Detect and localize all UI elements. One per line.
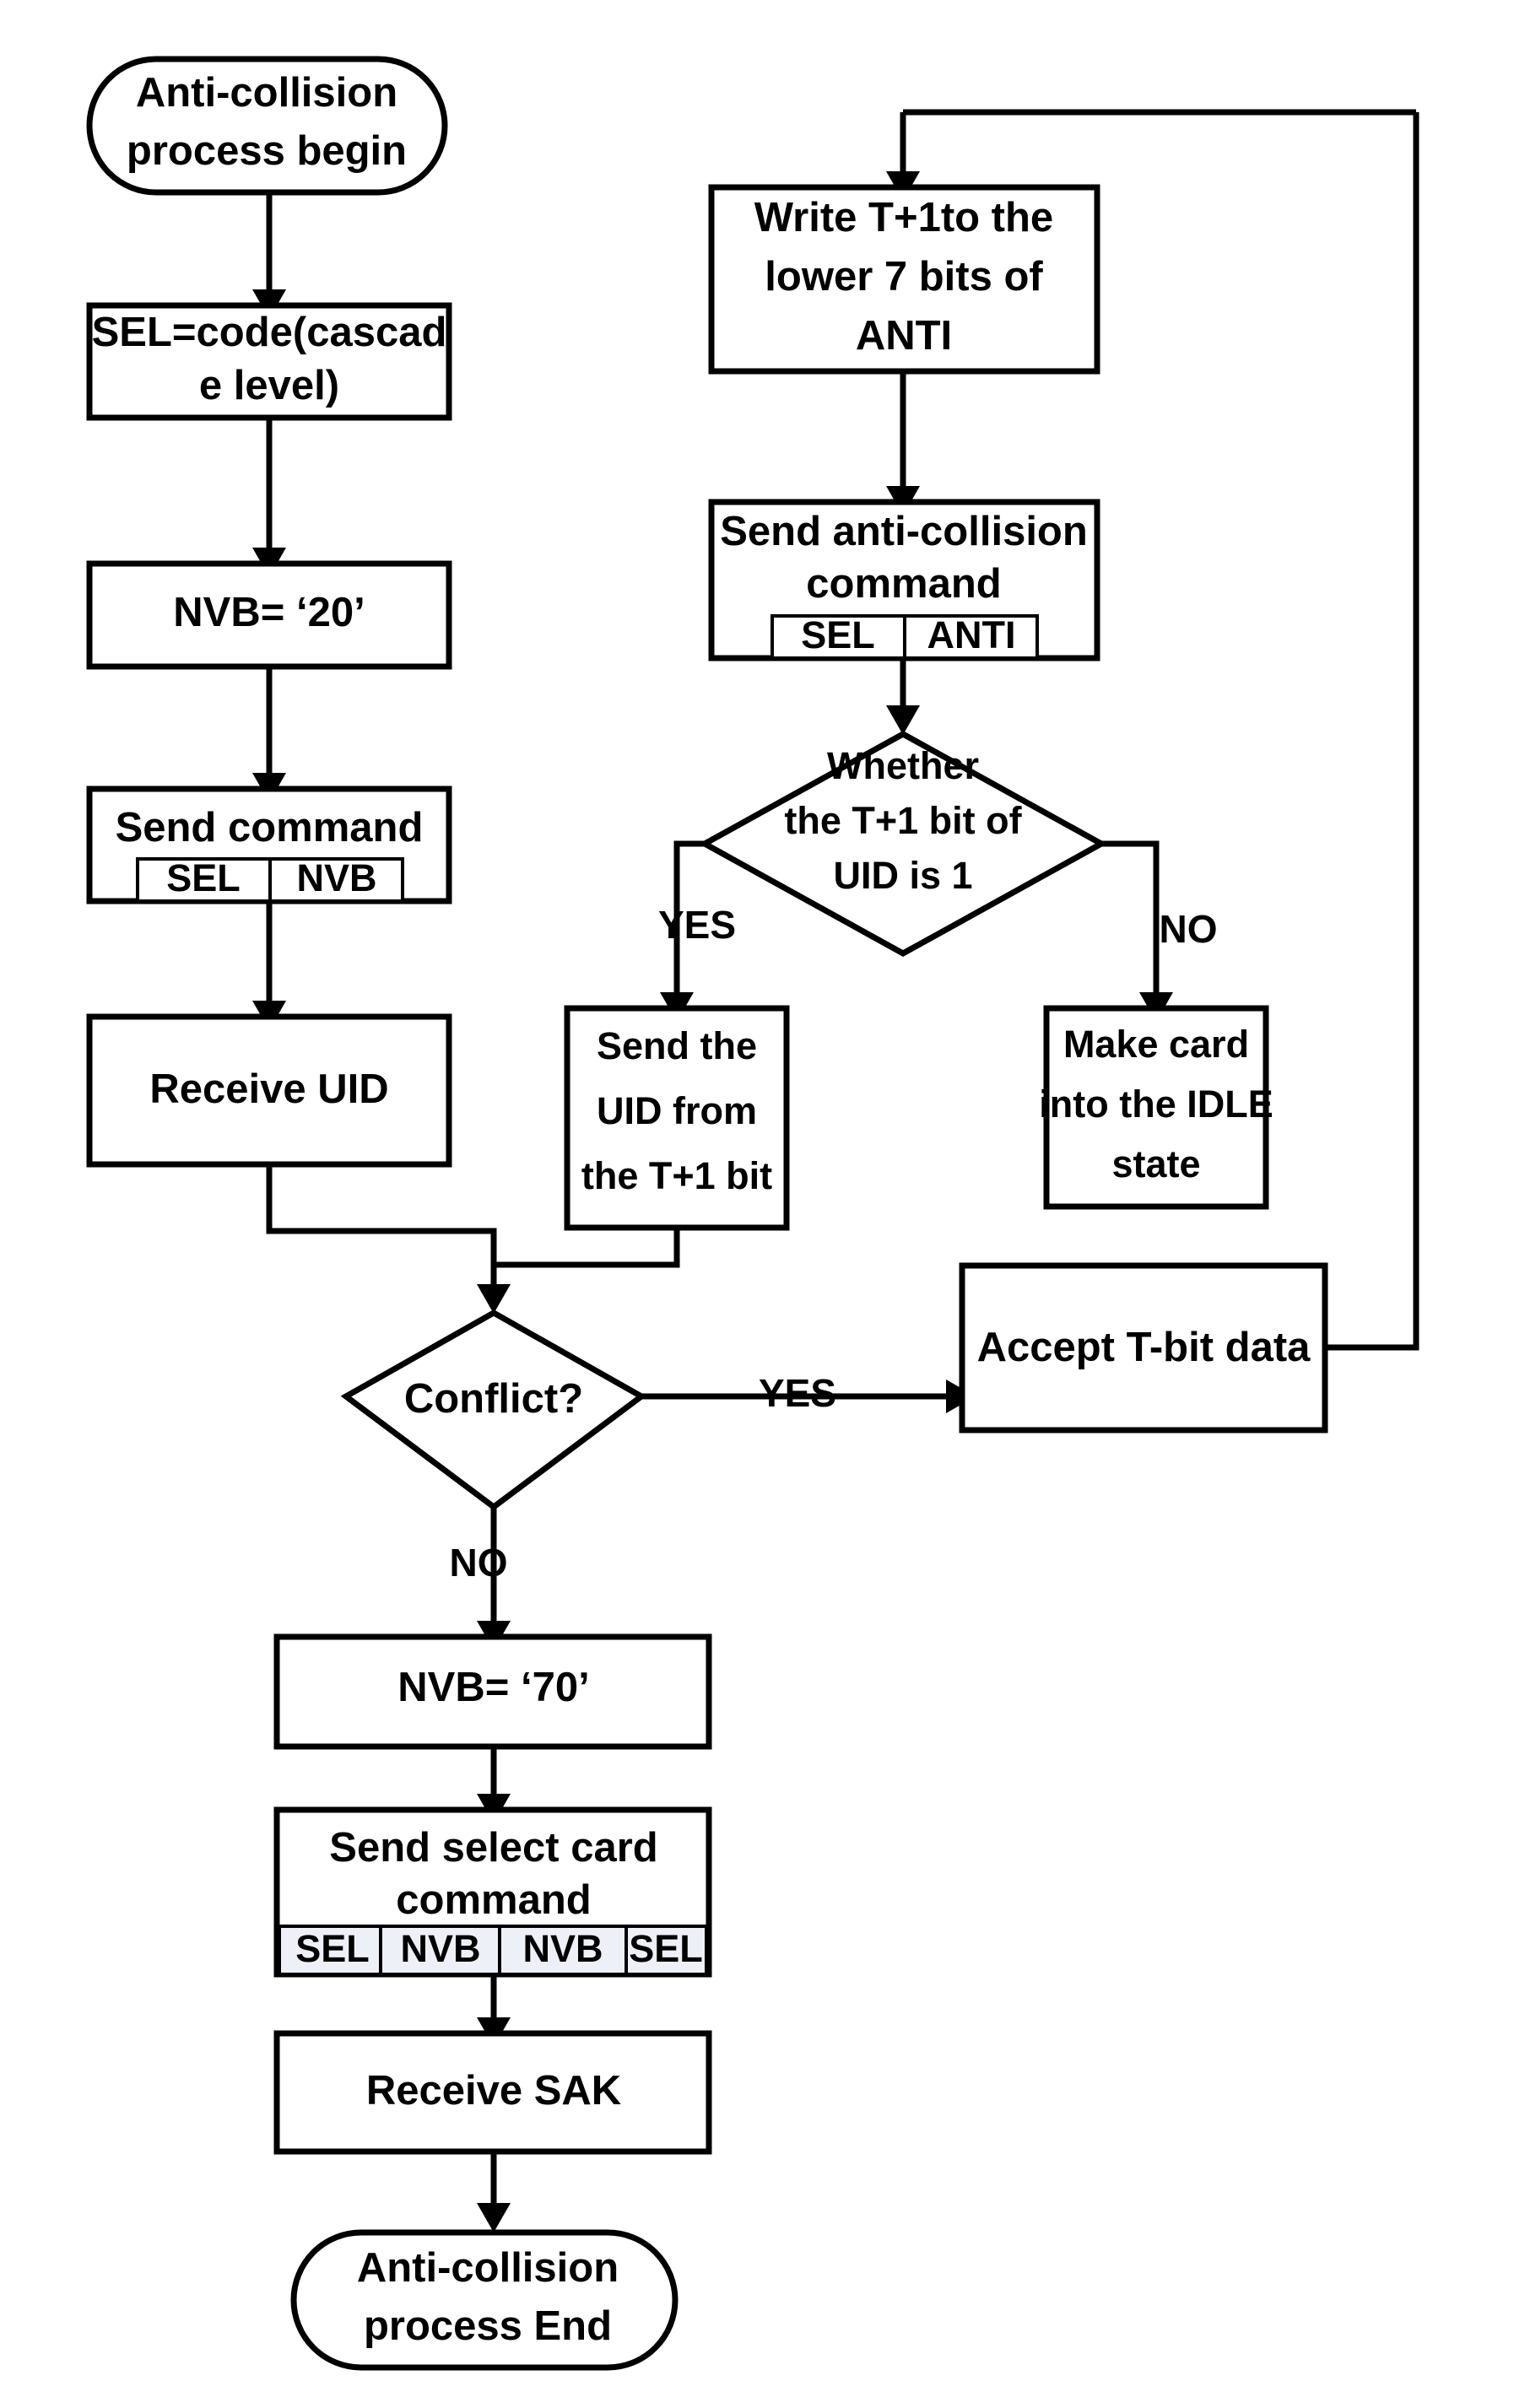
node-whether-t1-bit[interactable]: Whether the T+1 bit of UID is 1	[698, 731, 1108, 957]
sel-code-line-1: SEL=code(cascad	[92, 310, 447, 355]
end-line-1: Anti-collision	[357, 2245, 619, 2291]
whether-line-1: Whether	[827, 744, 979, 787]
receive-uid-label: Receive UID	[149, 1066, 388, 1112]
make-idle-line-1: Make card	[1063, 1023, 1249, 1066]
send-anticollision-line-1: Send anti-collision	[720, 509, 1088, 554]
nvb-70-box	[273, 1633, 712, 1750]
sel-code-box	[86, 302, 452, 421]
accept-tbit-label: Accept T-bit data	[977, 1325, 1311, 1370]
arrowhead-receiveuid-to-conflict	[477, 1284, 511, 1314]
make-idle-line-3: state	[1111, 1142, 1200, 1185]
write-t1-line-3: ANTI	[856, 313, 952, 359]
make-idle-box	[1043, 1005, 1269, 1210]
write-t1-box	[708, 184, 1100, 375]
edge-senduidfrom-to-conflict	[494, 1228, 680, 1268]
nvb-20-label: NVB= ‘20’	[173, 590, 365, 635]
send-select-cell-1-label: SEL	[295, 1927, 370, 1970]
make-idle-line-2: into the IDLE	[1039, 1083, 1273, 1126]
node-start[interactable]: Anti-collision process begin	[86, 56, 448, 196]
conflict-diamond	[340, 1309, 647, 1511]
whether-line-3: UID is 1	[833, 854, 972, 897]
conflict-yes-label: YES	[759, 1371, 836, 1415]
send-anticollision-cell-anti-label: ANTI	[927, 613, 1016, 656]
node-receive-uid[interactable]: Receive UID	[86, 1013, 452, 1168]
nvb-70-label: NVB= ‘70’	[397, 1665, 589, 1710]
send-command-cell-sel	[136, 857, 272, 903]
whether-no-label: NO	[1160, 907, 1218, 951]
send-anticollision-cell-sel	[771, 614, 906, 660]
receive-sak-label: Receive SAK	[366, 2068, 621, 2114]
write-t1-line-2: lower 7 bits of	[765, 254, 1043, 300]
send-uid-from-line-2: UID from	[597, 1089, 757, 1132]
send-anticollision-cell-sel-label: SEL	[801, 613, 875, 656]
receive-sak-box	[273, 2030, 712, 2155]
send-select-line-2: command	[396, 1877, 591, 1923]
edge-receiveuid-to-conflict	[266, 1164, 497, 1286]
send-uid-from-line-1: Send the	[597, 1024, 757, 1067]
whether-yes-label: YES	[658, 903, 736, 947]
send-select-line-1: Send select card	[329, 1825, 657, 1871]
node-send-anticollision[interactable]: Send anti-collision command SEL ANTI	[708, 499, 1100, 661]
send-command-cell-nvb	[268, 857, 404, 903]
edge-whether-yes-to-senduidfrom	[673, 840, 705, 994]
write-t1-line-1: Write T+1to the	[754, 195, 1053, 240]
node-send-uid-from[interactable]: Send the UID from the T+1 bit	[564, 1005, 790, 1231]
conflict-no-label: NO	[450, 1541, 508, 1585]
nvb-20-box	[86, 560, 452, 670]
accept-tbit-box	[959, 1262, 1328, 1433]
whether-line-2: the T+1 bit of	[784, 799, 1022, 842]
node-receive-sak[interactable]: Receive SAK	[273, 2030, 712, 2155]
send-select-cell-1	[278, 1925, 382, 1976]
end-oval	[290, 2229, 679, 2371]
node-conflict[interactable]: Conflict?	[340, 1309, 647, 1511]
send-anticollision-cell-anti	[903, 614, 1039, 660]
node-nvb-20[interactable]: NVB= ‘20’	[86, 560, 452, 670]
send-command-cell-nvb-label: NVB	[296, 856, 376, 899]
node-send-select[interactable]: Send select card command SEL NVB NVB SEL	[273, 1806, 712, 1978]
start-line-1: Anti-collision	[136, 70, 397, 116]
send-anticollision-line-2: command	[806, 561, 1001, 607]
send-command-cell-sel-label: SEL	[166, 856, 241, 899]
node-write-t1[interactable]: Write T+1to the lower 7 bits of ANTI	[708, 184, 1100, 375]
end-line-2: process End	[364, 2303, 612, 2349]
node-nvb-70[interactable]: NVB= ‘70’	[273, 1633, 712, 1750]
send-uid-from-box	[564, 1005, 790, 1231]
send-select-cell-4-label: SEL	[629, 1927, 703, 1970]
start-oval	[86, 56, 448, 196]
send-uid-from-line-3: the T+1 bit	[581, 1154, 772, 1197]
node-end[interactable]: Anti-collision process End	[290, 2229, 679, 2371]
node-make-idle[interactable]: Make card into the IDLE state	[1039, 1005, 1273, 1210]
node-sel-code[interactable]: SEL=code(cascad e level)	[86, 302, 452, 421]
node-send-command[interactable]: Send command SEL NVB	[86, 786, 452, 904]
receive-uid-box	[86, 1013, 452, 1168]
arrowhead-sendanti-to-whether	[886, 705, 920, 735]
send-select-cell-2-label: NVB	[400, 1927, 480, 1970]
arrowhead-receivesak-to-end	[477, 2203, 511, 2233]
start-line-2: process begin	[127, 128, 407, 174]
node-accept-tbit[interactable]: Accept T-bit data	[959, 1262, 1328, 1433]
send-select-cell-3	[498, 1925, 628, 1976]
conflict-label: Conflict?	[404, 1376, 583, 1422]
send-select-cell-3-label: NVB	[522, 1927, 603, 1970]
sel-code-line-2: e level)	[199, 363, 339, 408]
whether-t1-bit-diamond	[698, 731, 1108, 957]
edge-whether-no-to-makeidle	[1101, 840, 1160, 994]
send-select-cell-4	[625, 1925, 708, 1976]
edge-accepttbit-to-looprail	[1325, 112, 1419, 1351]
send-command-label: Send command	[116, 805, 424, 850]
